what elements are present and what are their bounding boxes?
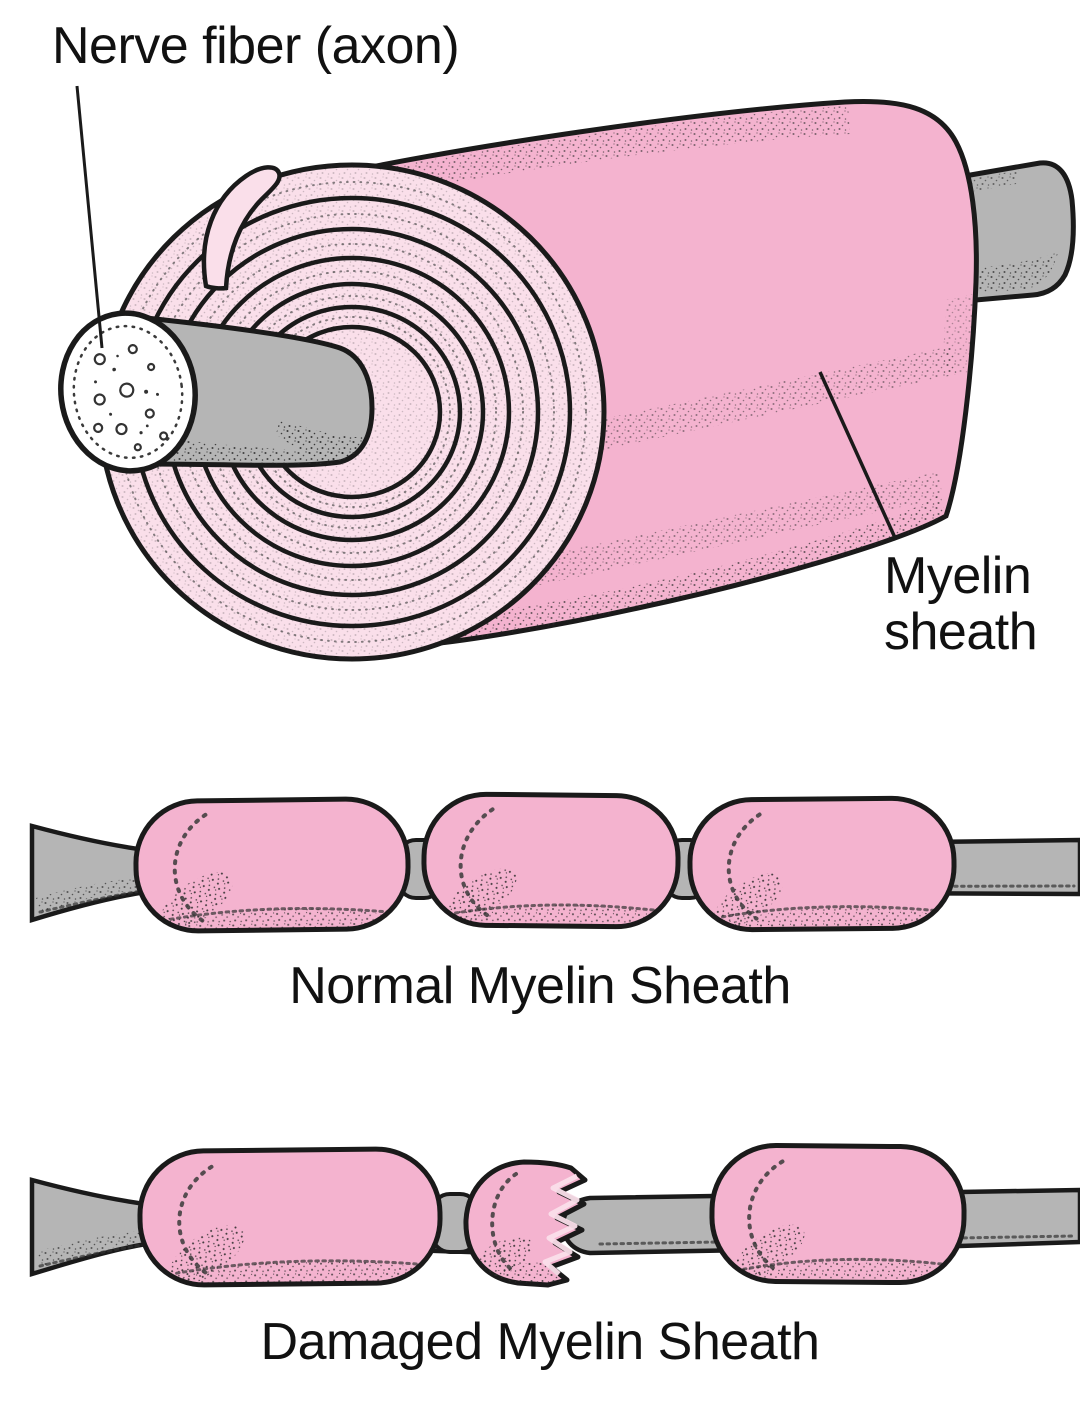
myelin-segment-damaged-torn bbox=[463, 1159, 588, 1288]
nerve-fiber-leader-line bbox=[75, 85, 104, 349]
myelin-sheath-label: Myelin sheath bbox=[884, 547, 1038, 662]
myelin-segment-normal-3 bbox=[687, 795, 957, 933]
damaged-section-caption: Damaged Myelin Sheath bbox=[260, 1313, 820, 1371]
myelin-segment-normal-1 bbox=[133, 796, 411, 934]
axon-neurofilaments bbox=[94, 354, 160, 435]
normal-section-caption: Normal Myelin Sheath bbox=[289, 957, 791, 1015]
myelin-segment-damaged-3 bbox=[709, 1142, 967, 1286]
axon-rod bbox=[143, 315, 375, 468]
tear-edge-highlight bbox=[542, 1173, 580, 1276]
myelin-sheath-leader-line bbox=[818, 371, 898, 541]
myelinated-axon-3d-figure bbox=[58, 85, 1076, 662]
damaged-myelin-sheath-figure bbox=[29, 1142, 1080, 1288]
myelin-segment-damaged-1 bbox=[137, 1146, 443, 1288]
myelin-segment-normal-2 bbox=[421, 791, 681, 930]
axon-cross-section bbox=[58, 310, 198, 474]
axon-microtubules bbox=[93, 343, 169, 452]
myelin-wrap-flap bbox=[201, 165, 282, 291]
myelin-sheath-label-line2: sheath bbox=[884, 603, 1038, 662]
myelin-sheath-label-line1: Myelin bbox=[884, 547, 1032, 605]
normal-myelin-sheath-figure bbox=[29, 791, 1080, 934]
nerve-fiber-label: Nerve fiber (axon) bbox=[52, 17, 460, 75]
